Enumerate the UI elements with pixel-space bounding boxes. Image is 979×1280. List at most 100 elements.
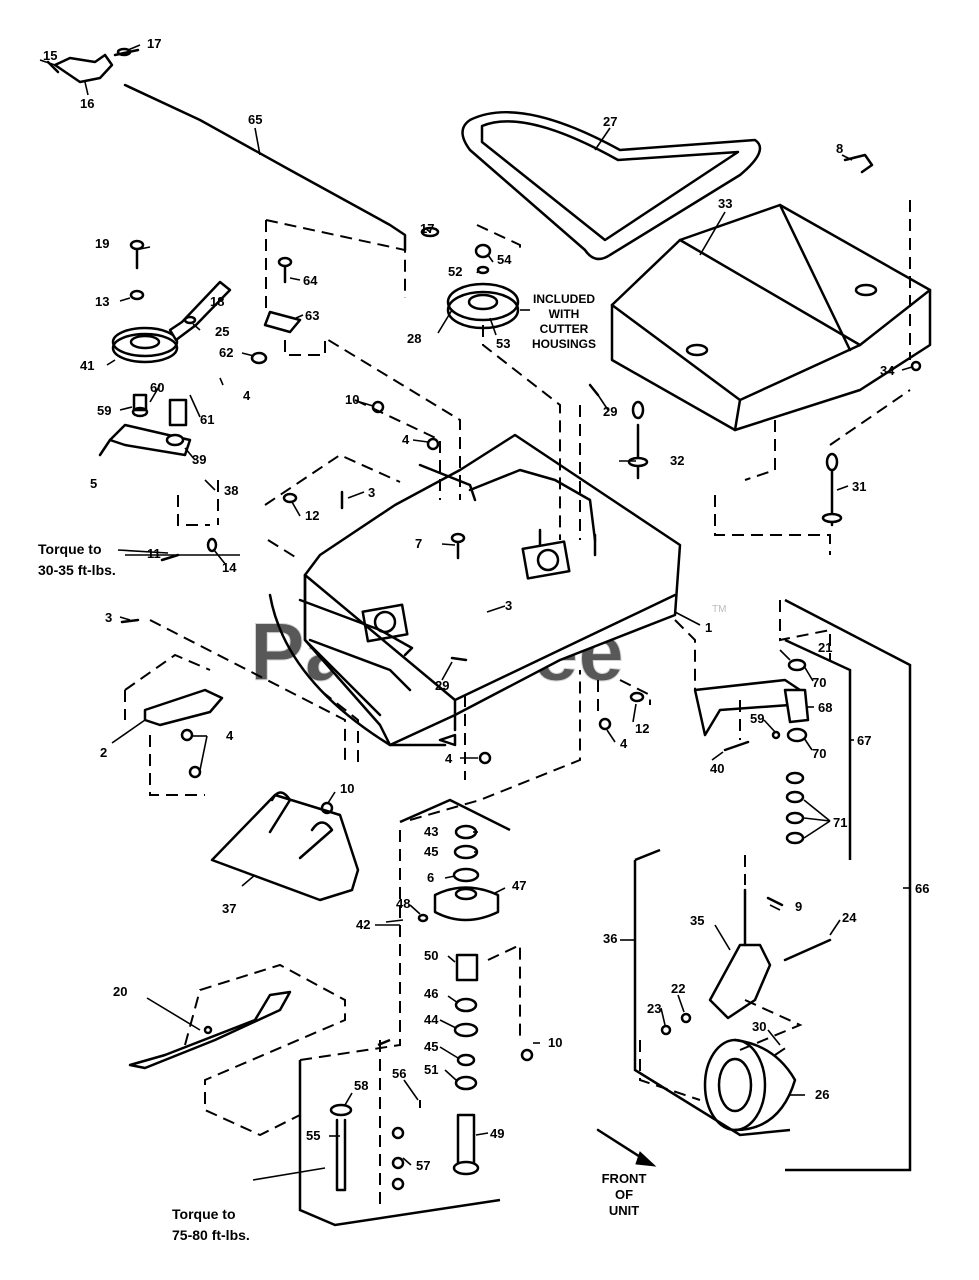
included-line3: CUTTER [540, 322, 589, 336]
callout: 7 [415, 536, 422, 551]
callout: 40 [710, 761, 724, 776]
callout: 52 [448, 264, 462, 279]
callout: 61 [200, 412, 214, 427]
callout: 48 [396, 896, 410, 911]
callout: 60 [150, 380, 164, 395]
assembly-lines [124, 200, 911, 1210]
callouts: 1 2 3 3 3 4 4 4 4 4 5 6 7 8 9 10 10 10 1… [43, 36, 929, 1173]
callout: 18 [210, 294, 224, 309]
callout: 50 [424, 948, 438, 963]
callout: 28 [407, 331, 421, 346]
callout: 10 [548, 1035, 562, 1050]
included-line4: HOUSINGS [532, 337, 596, 351]
callout: 51 [424, 1062, 438, 1077]
callout: 47 [512, 878, 526, 893]
caster-wheel [703, 1038, 797, 1132]
callout: 45 [424, 844, 438, 859]
callout: 43 [424, 824, 438, 839]
callout: 34 [880, 363, 895, 378]
callout: 15 [43, 48, 57, 63]
watermark-tm: TM [712, 604, 726, 615]
included-note: INCLUDED WITH CUTTER HOUSINGS [532, 292, 596, 351]
callout: 68 [818, 700, 832, 715]
callout: 23 [647, 1001, 661, 1016]
callout: 71 [833, 815, 847, 830]
callout: 62 [219, 345, 233, 360]
callout: 66 [915, 881, 929, 896]
callout: 3 [105, 610, 112, 625]
hardware-bolts [116, 47, 922, 1191]
callout: 9 [795, 899, 802, 914]
callout: 32 [670, 453, 684, 468]
callout: 26 [815, 1087, 829, 1102]
callout: 65 [248, 112, 262, 127]
callout: 44 [424, 1012, 439, 1027]
callout: 33 [718, 196, 732, 211]
spindle-bolt [329, 1103, 353, 1192]
callout: 59 [750, 711, 764, 726]
torque-upper-line2: 30-35 ft-lbs. [38, 562, 116, 578]
callout: 20 [113, 984, 127, 999]
callout: 17 [147, 36, 161, 51]
callout: 58 [354, 1078, 368, 1093]
torque-upper-line1: Torque to [38, 541, 102, 557]
callout: 27 [603, 114, 617, 129]
callout: 19 [95, 236, 109, 251]
callout: 39 [192, 452, 206, 467]
callout: 53 [496, 336, 510, 351]
callout: 24 [842, 910, 857, 925]
callout: 12 [305, 508, 319, 523]
front-line3: UNIT [609, 1203, 639, 1218]
deflector-bracket [143, 688, 224, 727]
callout: 8 [836, 141, 843, 156]
front-line2: OF [615, 1187, 633, 1202]
spindle-assembly [433, 824, 500, 1176]
discharge-chute [210, 791, 360, 902]
torque-lower-line1: Torque to [172, 1206, 236, 1222]
callout: 54 [497, 252, 512, 267]
callout: 38 [224, 483, 238, 498]
callout: 2 [100, 745, 107, 760]
callout: 4 [620, 736, 628, 751]
callout: 30 [752, 1019, 766, 1034]
included-line2: WITH [549, 307, 580, 321]
callout: 22 [671, 981, 685, 996]
callout: 70 [812, 746, 826, 761]
control-rod [46, 48, 407, 252]
callout: 21 [818, 640, 832, 655]
callout: 3 [368, 485, 375, 500]
callout: 14 [222, 560, 237, 575]
caster-arm [693, 658, 810, 845]
callout: 55 [306, 1128, 320, 1143]
callout: 42 [356, 917, 370, 932]
idler-arm [98, 280, 232, 457]
callout: 5 [90, 476, 97, 491]
torque-note-lower: Torque to 75-80 ft-lbs. [172, 1206, 250, 1243]
callout: 46 [424, 986, 438, 1001]
mower-blade [128, 990, 292, 1070]
callout: 29 [435, 678, 449, 693]
front-line1: FRONT [602, 1171, 647, 1186]
mower-deck [268, 433, 682, 747]
callout: 67 [857, 733, 871, 748]
callout: 17 [420, 221, 434, 236]
callout: 29 [603, 404, 617, 419]
callout: 4 [445, 751, 453, 766]
callout: 4 [226, 728, 234, 743]
callout: 10 [345, 392, 359, 407]
callout: 49 [490, 1126, 504, 1141]
caster-fork [708, 888, 832, 1020]
included-line1: INCLUDED [533, 292, 595, 306]
callout: 57 [416, 1158, 430, 1173]
callout: 12 [635, 721, 649, 736]
callout: 70 [812, 675, 826, 690]
callout: 10 [340, 781, 354, 796]
callout: 64 [303, 273, 318, 288]
callout: 16 [80, 96, 94, 111]
idler-pulley [111, 326, 179, 364]
callout: 31 [852, 479, 866, 494]
torque-lower-line2: 75-80 ft-lbs. [172, 1227, 250, 1243]
callout: 6 [427, 870, 434, 885]
callout: 36 [603, 931, 617, 946]
